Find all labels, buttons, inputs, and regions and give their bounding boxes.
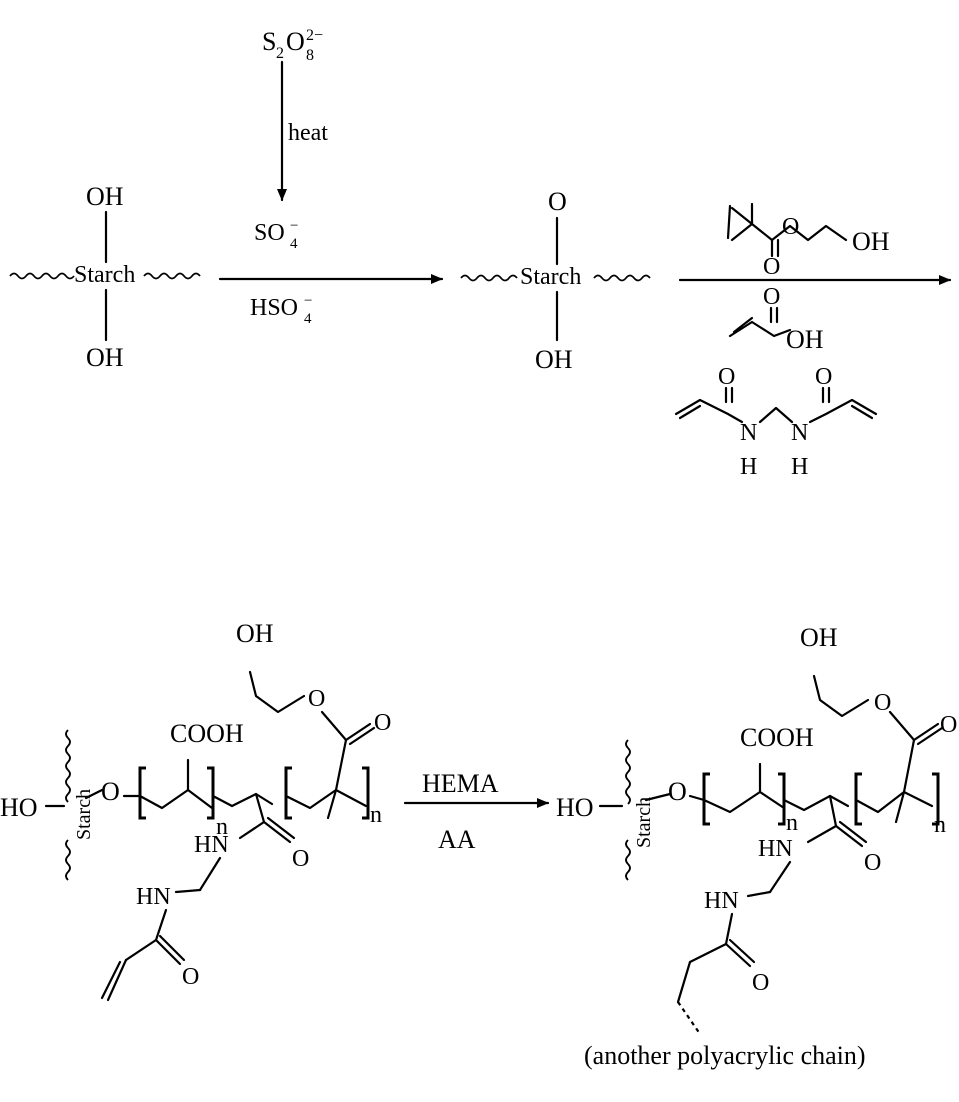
svg-text:O: O	[874, 690, 891, 716]
svg-text:HO: HO	[0, 793, 38, 822]
svg-text:2−: 2−	[306, 27, 323, 44]
another-chain-note: (another polyacrylic chain)	[584, 1041, 866, 1070]
svg-text:O: O	[763, 284, 780, 310]
svg-text:OH: OH	[236, 619, 274, 648]
svg-text:O: O	[101, 777, 120, 806]
svg-text:OH: OH	[800, 623, 838, 652]
graft-copolymer-intermediate: HO Starch O COOH n O HN O O OH n	[0, 619, 391, 1002]
svg-text:OH: OH	[786, 325, 824, 354]
svg-text:2: 2	[276, 45, 284, 62]
svg-text:Starch: Starch	[74, 262, 135, 288]
svg-text:O: O	[286, 27, 305, 56]
crosslinked-graft-copolymer: HO Starch O COOH n O HN O O OH n	[556, 623, 957, 1070]
svg-text:SO: SO	[254, 220, 285, 246]
svg-text:O: O	[182, 964, 199, 990]
svg-text:O: O	[782, 214, 799, 240]
svg-text:8: 8	[306, 47, 314, 64]
svg-text:H: H	[740, 454, 757, 480]
svg-text:HN: HN	[136, 884, 171, 910]
svg-text:O: O	[668, 777, 687, 806]
svg-text:O: O	[752, 970, 769, 996]
svg-text:OH: OH	[86, 343, 124, 372]
svg-text:O: O	[864, 850, 881, 876]
svg-text:OH: OH	[86, 182, 124, 211]
svg-text:Starch: Starch	[73, 789, 95, 840]
arrow-label-aa: AA	[438, 825, 476, 854]
svg-text:Starch: Starch	[520, 264, 581, 290]
svg-text:OH: OH	[535, 345, 573, 374]
svg-text:n: n	[216, 814, 228, 840]
svg-text:O: O	[374, 710, 391, 736]
sulfate-radical-formula: SO 4 −	[254, 218, 298, 252]
svg-text:−: −	[304, 293, 312, 309]
hema-monomer: O O OH	[726, 202, 890, 280]
svg-text:Starch: Starch	[633, 797, 655, 848]
svg-text:OH: OH	[852, 227, 890, 256]
svg-text:HSO: HSO	[250, 295, 298, 321]
svg-text:HO: HO	[556, 793, 594, 822]
svg-text:S: S	[262, 27, 276, 56]
svg-text:n: n	[370, 802, 382, 828]
svg-text:n: n	[786, 810, 798, 836]
heat-label: heat	[288, 120, 328, 146]
svg-text:H: H	[791, 454, 808, 480]
svg-text:O: O	[763, 254, 780, 280]
svg-text:O: O	[308, 686, 325, 712]
svg-text:O: O	[548, 187, 567, 216]
svg-text:HN: HN	[758, 836, 793, 862]
svg-text:4: 4	[304, 311, 312, 327]
arrow-label-hema: HEMA	[422, 769, 499, 798]
starch-radical: O Starch OH	[460, 187, 651, 374]
svg-text:−: −	[290, 218, 298, 234]
svg-text:O: O	[292, 846, 309, 872]
svg-text:HN: HN	[194, 832, 229, 858]
acrylic-acid-monomer: O OH	[728, 284, 824, 354]
svg-text:N: N	[791, 420, 808, 446]
mba-crosslinker: O O N N H H	[674, 364, 878, 480]
persulfate-formula: S 2 O 8 2−	[262, 27, 323, 64]
svg-text:O: O	[718, 364, 735, 390]
starch-start: OH Starch OH	[9, 182, 201, 372]
svg-text:COOH: COOH	[170, 719, 244, 748]
svg-text:4: 4	[290, 236, 298, 252]
bisulfate-formula: HSO 4 −	[250, 293, 312, 327]
svg-text:O: O	[940, 712, 957, 738]
svg-text:HN: HN	[704, 888, 739, 914]
svg-text:COOH: COOH	[740, 723, 814, 752]
svg-text:N: N	[740, 420, 757, 446]
svg-text:n: n	[934, 812, 946, 838]
svg-text:O: O	[815, 364, 832, 390]
